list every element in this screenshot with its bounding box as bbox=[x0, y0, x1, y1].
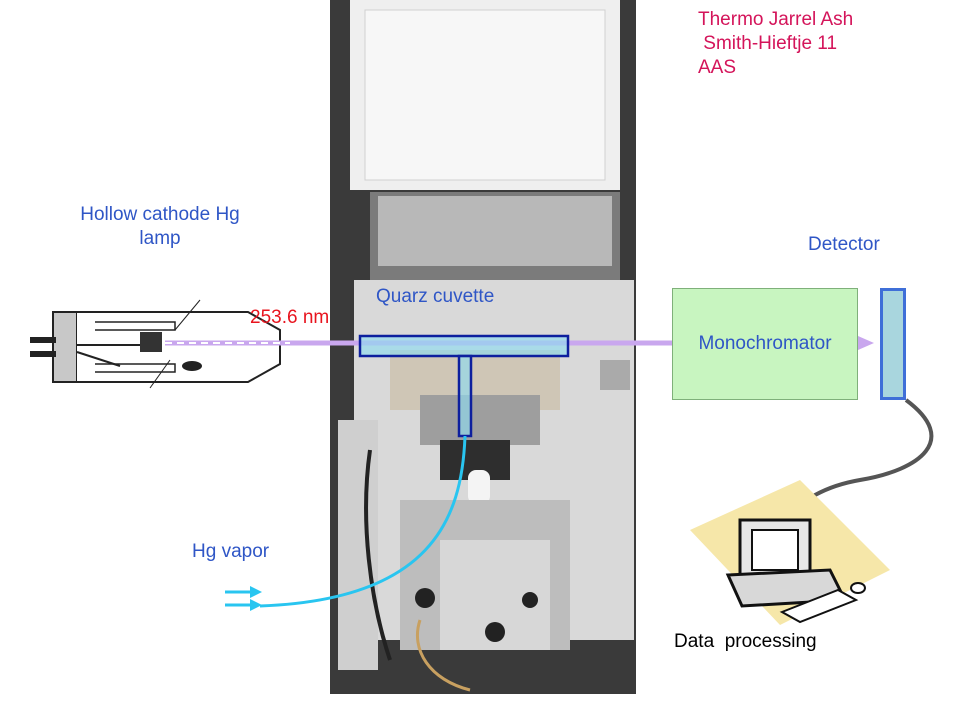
lamp-label-line-2: lamp bbox=[139, 228, 181, 249]
monochromator-label: Monochromator bbox=[698, 333, 832, 354]
title-line-1: Thermo Jarrel Ash bbox=[698, 9, 854, 30]
hg-vapor-arrows bbox=[225, 586, 262, 611]
hg-vapor-tube bbox=[259, 435, 467, 608]
cuvette-label: Quarz cuvette bbox=[376, 286, 495, 307]
detector-box bbox=[880, 288, 906, 400]
data-processing-label: Data processing bbox=[674, 631, 817, 652]
title-line-2: Smith-Hieftje 11 bbox=[698, 33, 838, 54]
instrument-title: Thermo Jarrel Ash Smith-Hieftje 11 AAS bbox=[698, 8, 853, 80]
hollow-cathode-lamp bbox=[30, 299, 281, 389]
computer-icon bbox=[690, 480, 890, 625]
quartz-cuvette bbox=[358, 334, 570, 438]
hg-vapor-label: Hg vapor bbox=[192, 541, 270, 562]
monochromator-box bbox=[672, 288, 858, 400]
wavelength-label: 253.6 nm bbox=[250, 307, 330, 328]
title-line-3: AAS bbox=[698, 57, 737, 78]
lamp-label: Hollow cathode Hg lamp bbox=[50, 203, 270, 251]
detector-label: Detector bbox=[808, 234, 880, 255]
lamp-label-line-1: Hollow cathode Hg bbox=[80, 204, 240, 225]
beam-arrowhead bbox=[858, 336, 874, 350]
